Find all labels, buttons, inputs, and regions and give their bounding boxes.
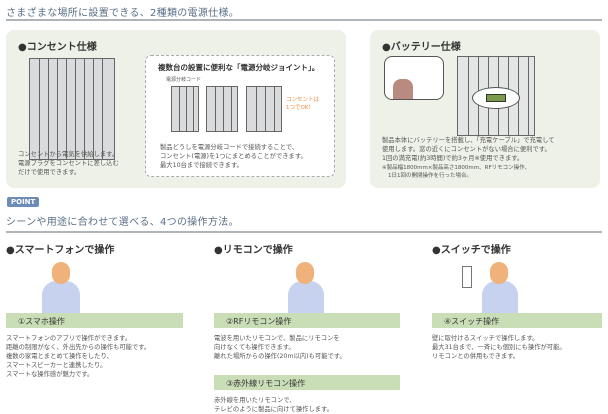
battery-note: ※製品幅1800mm×製品高さ1800mm、RFリモコン操作、1日1回の開閉操作…	[382, 165, 531, 179]
person-remote-illustration	[288, 262, 324, 313]
point-title: シーンや用途に合わせて選べる、4つの操作方法。	[6, 217, 239, 228]
battery-icon	[472, 87, 520, 109]
battery-heading: ●バッテリー仕様	[382, 42, 461, 53]
curtain-illustration	[29, 58, 115, 160]
method-bar: ②RFリモコン操作	[214, 313, 400, 328]
joint-desc: 製品どうしを電源分岐コードで接続することで、コンセント(電源)を1つにまとめるこ…	[160, 144, 307, 169]
divider	[6, 19, 602, 21]
cord-label: 電源分岐コード	[166, 77, 202, 83]
method-bar: ①スマホ操作	[6, 313, 183, 328]
battery-curtain	[457, 56, 535, 136]
curtain-2	[206, 86, 238, 132]
method-bar: ④スイッチ操作	[432, 313, 602, 328]
joint-title: 複数台の設置に便利な「電源分岐ジョイント」。	[158, 63, 320, 72]
section-title: さまざまな場所に設置できる、2種類の電源仕様。	[6, 8, 240, 19]
divider	[6, 231, 602, 233]
method-desc: 壁に取付けるスイッチで操作します。最大31台まで、一斉にも個別にも操作が可能。リ…	[432, 335, 566, 360]
method-desc: 電波を用いたリモコンで、製品にリモコンを向けなくても操作できます。離れた場所から…	[214, 335, 346, 360]
outlet-panel: ●コンセント仕様 コンセントから電気を供給します。電源プラグをコンセントに差し込…	[6, 30, 346, 188]
method-desc: スマートフォンのアプリで操作ができます。距離の制限がなく、外出先からの操作も可能…	[6, 335, 151, 378]
curtain-3	[246, 86, 282, 132]
curtain-1	[171, 86, 199, 132]
battery-desc: 製品本体にバッテリーを搭載し、「充電ケーブル」で充電して使用します。窓の近くにコ…	[382, 137, 555, 162]
point-tag: POINT	[7, 197, 40, 207]
person-smartphone-illustration	[42, 262, 80, 313]
method-desc: 赤外線を用いたリモコンで、テレビのように製品に向けて操作します。	[214, 397, 334, 413]
battery-panel: ●バッテリー仕様 製品本体にバッテリーを搭載し、「充電ケーブル」で充電して使用し…	[370, 30, 600, 188]
person-charging-illustration	[384, 56, 444, 100]
method-heading-remote: ●リモコンで操作	[214, 245, 293, 256]
outlet-heading: ●コンセント仕様	[18, 42, 97, 53]
method-heading-switch: ●スイッチで操作	[432, 245, 511, 256]
person-switch-illustration	[482, 262, 518, 313]
method-heading-smartphone: ●スマートフォンで操作	[6, 245, 115, 256]
method-bar: ③赤外線リモコン操作	[214, 375, 400, 390]
wall-switch-icon	[462, 266, 472, 288]
outlet-desc: コンセントから電気を供給します。電源プラグをコンセントに差し込むだけで使用できま…	[18, 151, 119, 176]
